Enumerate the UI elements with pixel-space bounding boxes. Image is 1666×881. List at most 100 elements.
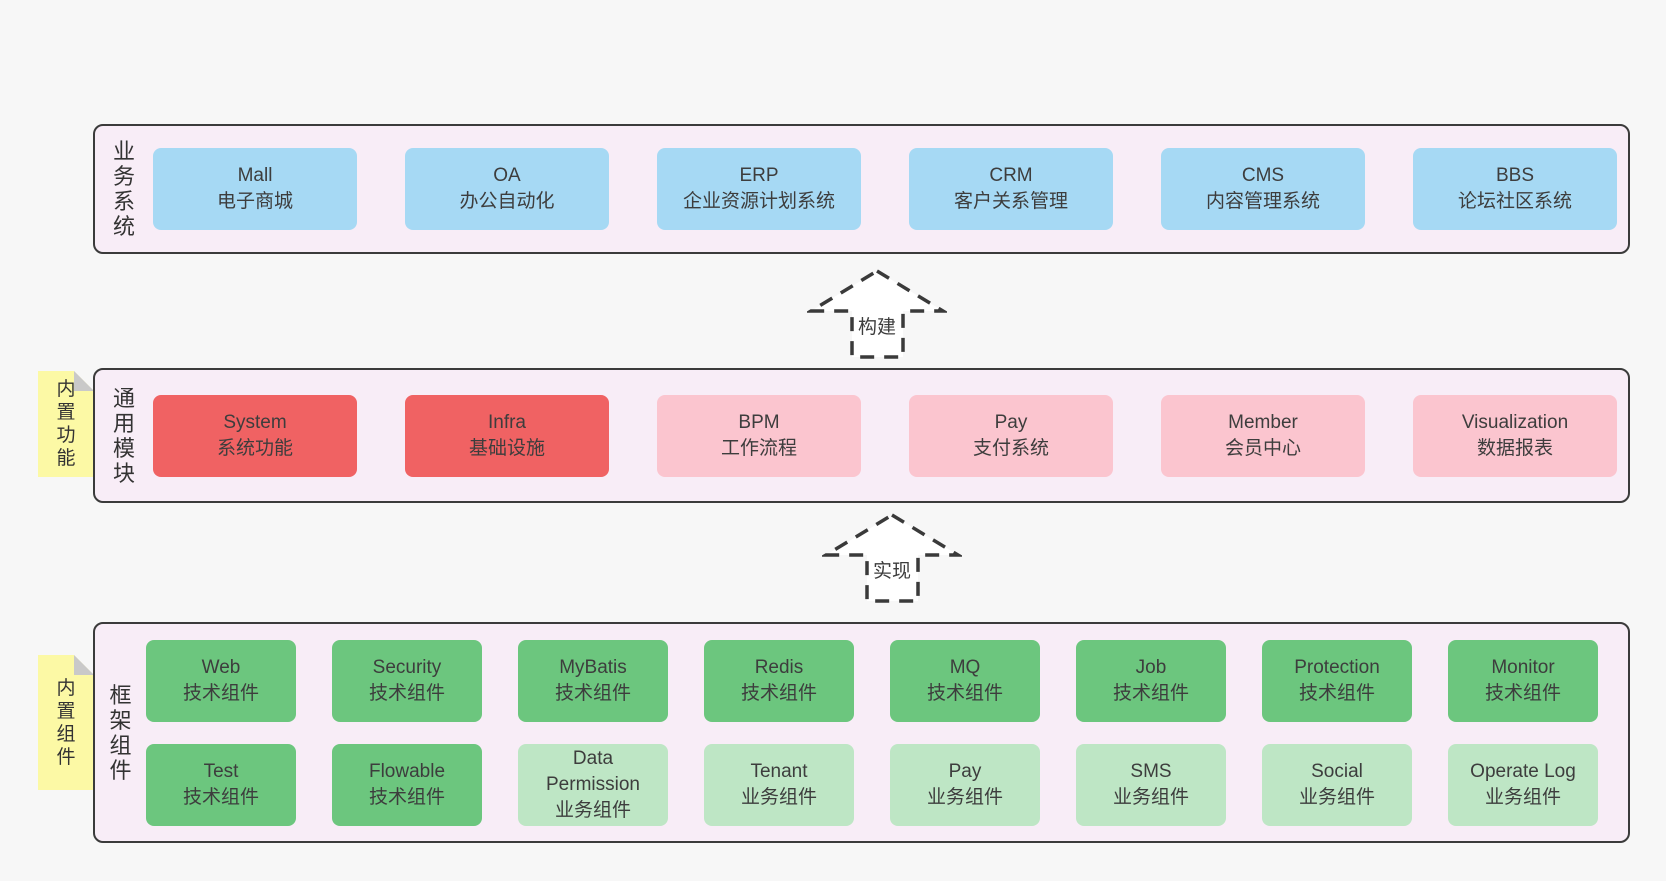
card-job: Job 技术组件 — [1076, 639, 1226, 722]
sticky-note-built-in-features: 内置功能 — [38, 371, 94, 477]
card-mall: Mall 电子商城 — [153, 148, 357, 230]
card-pay-component: Pay 业务组件 — [890, 743, 1040, 826]
card-title: Flowable — [368, 760, 446, 782]
card-tenant: Tenant 业务组件 — [704, 743, 854, 826]
card-title: OA — [493, 165, 521, 186]
sticky-note-label: 内置功能 — [56, 379, 76, 469]
card-pay-module: Pay 支付系统 — [909, 394, 1113, 477]
card-title: CRM — [989, 165, 1033, 186]
card-subtitle: 系统功能 — [216, 437, 293, 459]
card-bpm: BPM 工作流程 — [657, 394, 861, 477]
card-title: BBS — [1495, 165, 1535, 186]
card-system: System 系统功能 — [153, 394, 357, 477]
panel-modules-label: 通用模块 — [113, 385, 136, 486]
panel-business-systems: 业务系统 Mall 电子商城 OA 办公自动化 ERP 企业资源计划系统 CRM… — [93, 124, 1630, 254]
card-title: SMS — [1130, 760, 1172, 782]
card-title: Web — [201, 656, 241, 678]
card-title: Job — [1135, 656, 1167, 678]
card-title: Member — [1228, 411, 1298, 433]
card-erp: ERP 企业资源计划系统 — [657, 148, 861, 230]
card-monitor: Monitor 技术组件 — [1448, 639, 1598, 722]
card-title: Tenant — [750, 760, 808, 782]
card-flowable: Flowable 技术组件 — [332, 743, 482, 826]
panel-label-wrap: 业务系统 — [95, 126, 153, 252]
card-subtitle: 技术组件 — [740, 682, 817, 704]
card-title: Visualization — [1461, 411, 1569, 433]
card-social: Social 业务组件 — [1262, 743, 1412, 826]
card-title: Security — [372, 656, 442, 678]
card-subtitle: 技术组件 — [368, 682, 445, 704]
card-oa: OA 办公自动化 — [405, 148, 609, 230]
module-cards-row: System 系统功能 Infra 基础设施 BPM 工作流程 Pay 支付系统… — [153, 370, 1628, 501]
card-subtitle: 业务组件 — [926, 786, 1003, 808]
card-cms: CMS 内容管理系统 — [1161, 148, 1365, 230]
card-title: CMS — [1241, 165, 1285, 186]
card-title: BPM — [738, 411, 780, 433]
card-title: MyBatis — [559, 656, 627, 678]
card-subtitle: 数据报表 — [1476, 437, 1553, 459]
build-arrow-label: 构建 — [854, 312, 900, 339]
card-subtitle: 企业资源计划系统 — [682, 191, 835, 212]
card-subtitle: 技术组件 — [554, 682, 631, 704]
card-mq: MQ 技术组件 — [890, 639, 1040, 722]
card-subtitle: 技术组件 — [182, 786, 259, 808]
card-subtitle: 技术组件 — [1112, 682, 1189, 704]
card-subtitle: 技术组件 — [368, 786, 445, 808]
card-subtitle: 技术组件 — [1298, 682, 1375, 704]
card-subtitle: 论坛社区系统 — [1457, 191, 1572, 212]
panel-framework-label: 框架组件 — [109, 682, 132, 783]
card-title: MQ — [949, 656, 981, 678]
card-title: Social — [1311, 760, 1363, 782]
card-redis: Redis 技术组件 — [704, 639, 854, 722]
card-bbs: BBS 论坛社区系统 — [1413, 148, 1617, 230]
card-title: Data Permission — [546, 747, 640, 795]
card-data-permission: Data Permission 业务组件 — [518, 743, 668, 826]
panel-label-wrap: 框架组件 — [95, 624, 146, 841]
panel-framework-components: 框架组件 Web 技术组件 Security 技术组件 MyBatis 技术组件… — [93, 622, 1630, 843]
card-title: Pay — [948, 760, 982, 782]
card-subtitle: 办公自动化 — [459, 191, 555, 212]
panel-label-wrap: 通用模块 — [95, 370, 153, 501]
card-title: Test — [203, 760, 239, 782]
card-operate-log: Operate Log 业务组件 — [1448, 743, 1598, 826]
build-arrow-icon: 构建 — [807, 268, 947, 360]
card-mybatis: MyBatis 技术组件 — [518, 639, 668, 722]
card-subtitle: 内容管理系统 — [1205, 191, 1320, 212]
card-subtitle: 技术组件 — [926, 682, 1003, 704]
card-title: Mall — [237, 165, 273, 186]
card-subtitle: 客户关系管理 — [953, 191, 1068, 212]
card-subtitle: 基础设施 — [468, 437, 545, 459]
card-subtitle: 业务组件 — [554, 799, 631, 821]
card-subtitle: 支付系统 — [972, 437, 1049, 459]
framework-rows: Web 技术组件 Security 技术组件 MyBatis 技术组件 Redi… — [146, 624, 1628, 841]
framework-row-2: Test 技术组件 Flowable 技术组件 Data Permission … — [146, 743, 1628, 826]
card-subtitle: 业务组件 — [1112, 786, 1189, 808]
card-test: Test 技术组件 — [146, 743, 296, 826]
card-title: ERP — [739, 165, 779, 186]
card-subtitle: 业务组件 — [1484, 786, 1561, 808]
implement-arrow-label: 实现 — [869, 556, 915, 583]
card-security: Security 技术组件 — [332, 639, 482, 722]
card-crm: CRM 客户关系管理 — [909, 148, 1113, 230]
card-subtitle: 业务组件 — [740, 786, 817, 808]
card-sms: SMS 业务组件 — [1076, 743, 1226, 826]
card-subtitle: 工作流程 — [720, 437, 797, 459]
card-title: Redis — [754, 656, 804, 678]
card-subtitle: 电子商城 — [216, 191, 293, 212]
card-title: Infra — [487, 411, 527, 433]
card-web: Web 技术组件 — [146, 639, 296, 722]
card-subtitle: 业务组件 — [1298, 786, 1375, 808]
framework-row-1: Web 技术组件 Security 技术组件 MyBatis 技术组件 Redi… — [146, 639, 1628, 722]
sticky-note-built-in-components: 内置组件 — [38, 655, 94, 790]
panel-common-modules: 通用模块 System 系统功能 Infra 基础设施 BPM 工作流程 Pay… — [93, 368, 1630, 503]
card-title: Pay — [994, 411, 1028, 433]
panel-business-label: 业务系统 — [113, 139, 136, 239]
card-protection: Protection 技术组件 — [1262, 639, 1412, 722]
implement-arrow-icon: 实现 — [822, 512, 962, 604]
card-subtitle: 会员中心 — [1224, 437, 1301, 459]
card-title: System — [223, 411, 287, 433]
card-title: Operate Log — [1470, 760, 1576, 782]
card-visualization: Visualization 数据报表 — [1413, 394, 1617, 477]
card-infra: Infra 基础设施 — [405, 394, 609, 477]
sticky-note-label: 内置组件 — [56, 677, 76, 768]
